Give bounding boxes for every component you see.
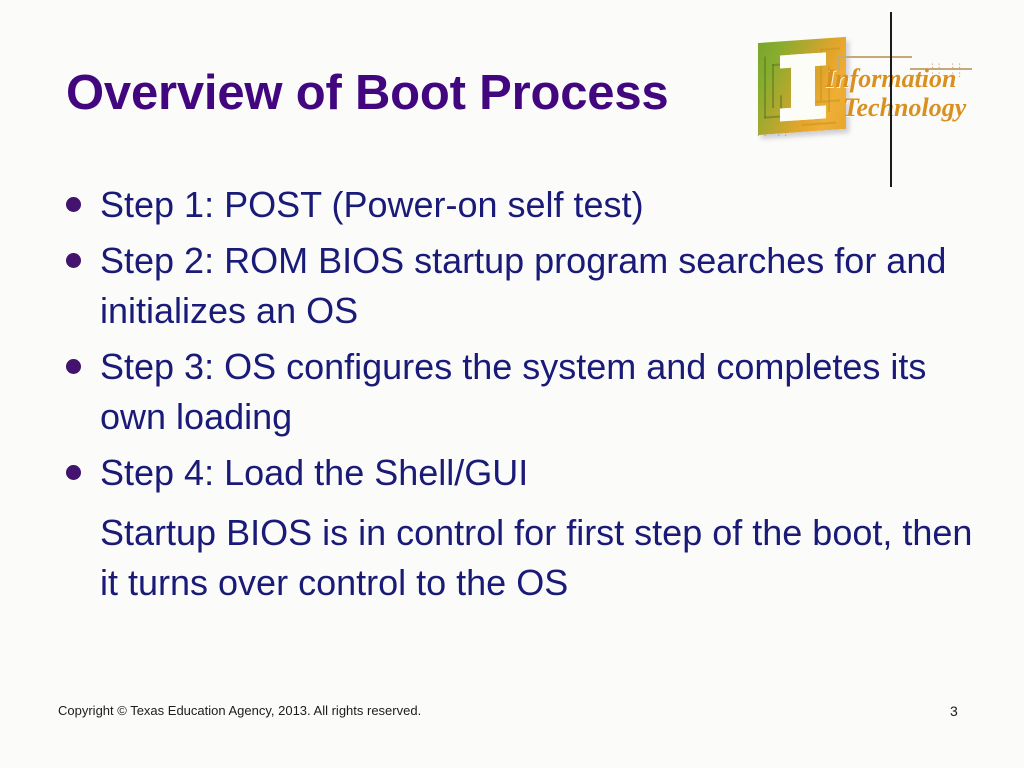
- list-item-label: Step 3: OS configures the system and com…: [100, 346, 927, 437]
- circuit-trace: [772, 63, 774, 109]
- bullet-icon: [66, 359, 81, 374]
- circuit-trace: [820, 47, 840, 51]
- list-item: Step 2: ROM BIOS startup program searche…: [58, 236, 988, 336]
- list-item-label: Step 2: ROM BIOS startup program searche…: [100, 240, 947, 331]
- logo-wordmark: Information Technology: [825, 64, 966, 122]
- slide-body: Step 1: POST (Power-on self test) Step 2…: [58, 180, 988, 608]
- circuit-trace: [764, 56, 766, 119]
- information-technology-logo: :: :: :: :: :: :: :: Information Technol…: [752, 34, 980, 146]
- copyright-notice: Copyright © Texas Education Agency, 2013…: [58, 703, 422, 718]
- circuit-trace: [802, 121, 836, 126]
- list-item-label: Step 4: Load the Shell/GUI: [100, 452, 529, 493]
- list-item: Step 4: Load the Shell/GUI: [58, 448, 988, 498]
- logo-dots-bottomleft: :: ::: [756, 130, 791, 139]
- list-item: Step 1: POST (Power-on self test): [58, 180, 988, 230]
- bullet-icon: [66, 197, 81, 212]
- logo-dots-right: :: :: :: :: ::: [930, 62, 965, 89]
- list-item-label: Step 1: POST (Power-on self test): [100, 184, 644, 225]
- page-title: Overview of Boot Process: [66, 66, 669, 120]
- logo-wordmark-line2: Technology: [843, 93, 967, 122]
- vertical-divider: [890, 12, 892, 187]
- letter-i-glyph: [791, 53, 815, 121]
- circuit-wire: [910, 68, 972, 70]
- body-paragraph: Startup BIOS is in control for first ste…: [100, 512, 973, 603]
- circuit-wire: [838, 56, 912, 70]
- bullet-icon: [66, 465, 81, 480]
- list-item: Step 3: OS configures the system and com…: [58, 342, 988, 442]
- page-number: 3: [950, 703, 958, 719]
- bullet-icon: [66, 253, 81, 268]
